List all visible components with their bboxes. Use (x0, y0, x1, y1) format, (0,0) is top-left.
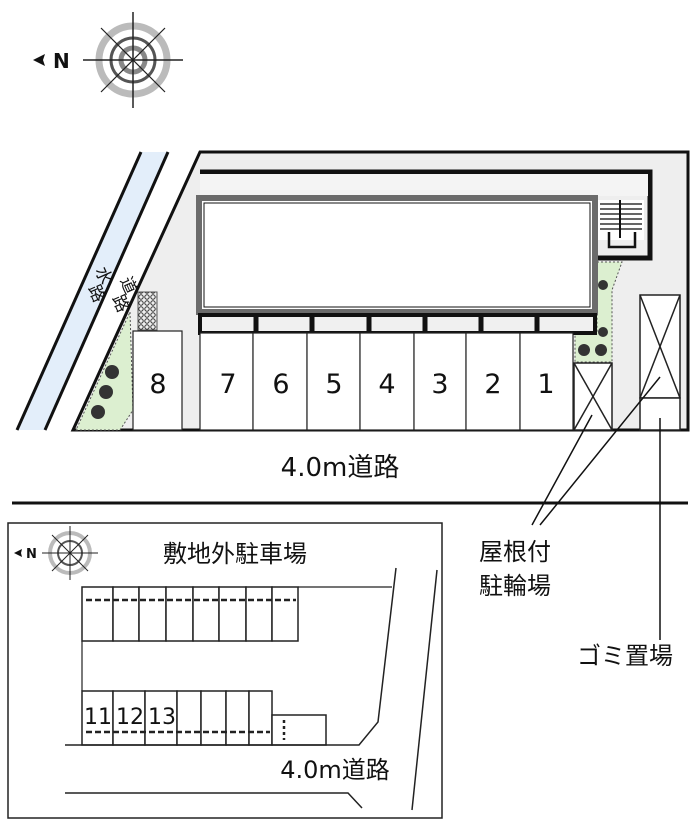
parking-space-5: 5 (325, 369, 342, 400)
waterway-label-1: 水 (90, 264, 115, 288)
building-frame (200, 169, 653, 261)
waterway (17, 152, 168, 430)
parking-space-1: 1 (537, 369, 554, 400)
compass-icon: N (33, 12, 183, 108)
garbage-label: ゴミ置場 (577, 642, 673, 670)
parking-area (132, 330, 574, 431)
parking-space-3: 3 (431, 369, 448, 400)
garbage-area (639, 294, 681, 431)
inset-title: 敷地外駐車場 (163, 540, 307, 568)
road-label: 4.0m道路 (281, 453, 400, 483)
bicycle-parking-label-2: 駐輪場 (479, 572, 551, 600)
offsite-parking-inset: N 敷地外駐車場 11 12 13 4.0m道路 (7, 522, 443, 819)
parking-space-4: 4 (378, 369, 395, 400)
inset-compass-icon: N (14, 526, 98, 580)
inset-parking-space-12: 12 (116, 705, 144, 730)
side-road-label-2: 路 (107, 292, 132, 316)
hedge (137, 291, 158, 331)
planting-left (75, 311, 134, 431)
planting-right (574, 261, 623, 363)
bicycle-parking-label-1: 屋根付 (479, 538, 551, 566)
building (196, 195, 598, 315)
inset-parking-space-11: 11 (84, 705, 112, 730)
bicycle-parking (573, 362, 613, 431)
parking-space-2: 2 (484, 369, 501, 400)
north-label: N (53, 49, 70, 73)
inset-parking-space-13: 13 (148, 705, 176, 730)
parking-space-8: 8 (149, 369, 166, 400)
inset-north-label: N (26, 547, 37, 562)
side-road-label-1: 道 (115, 274, 140, 298)
parking-space-6: 6 (272, 369, 289, 400)
staircase (598, 200, 644, 249)
inset-road-label: 4.0m道路 (280, 756, 390, 784)
parking-space-7: 7 (219, 369, 236, 400)
tree-icons (91, 365, 119, 419)
waterway-label-2: 路 (83, 282, 108, 306)
